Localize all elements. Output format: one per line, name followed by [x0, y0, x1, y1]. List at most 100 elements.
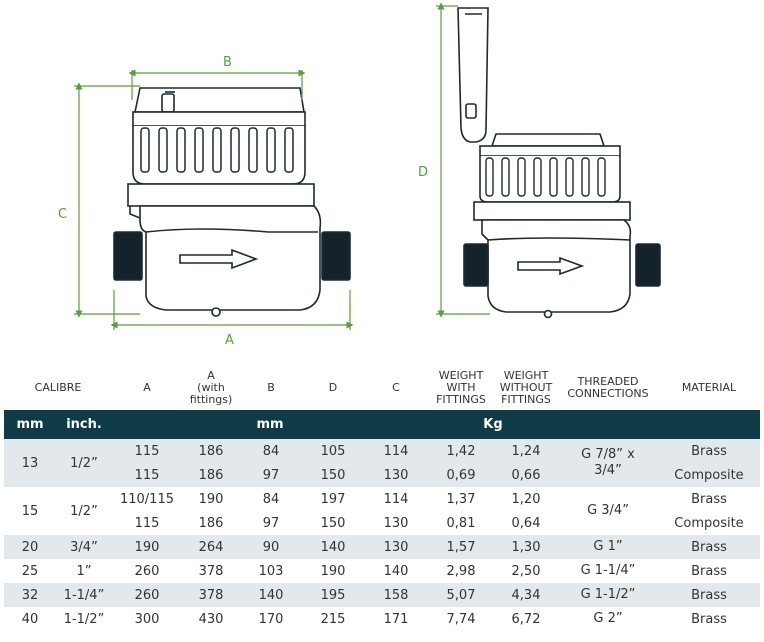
unit-kg-label: Kg — [428, 410, 558, 439]
unit-header-row: mm inch. mm Kg — [4, 410, 760, 439]
cell-b: 84 — [262, 491, 280, 507]
cell-w-nofit: 6,72 — [511, 611, 541, 627]
column-header-b: B — [267, 381, 275, 394]
cell-material: Brass — [691, 491, 727, 507]
cell-w-fit: 2,98 — [446, 563, 476, 579]
cell-w-fit: 0,69 — [428, 463, 494, 487]
cell-b: 90 — [240, 535, 302, 559]
cell-c: 114 — [364, 439, 428, 463]
column-header-w-nofit: WEIGHT WITHOUT FITTINGS — [499, 369, 553, 406]
cell-w-nofit: 1,20 — [511, 491, 541, 507]
dimension-label-c: C — [58, 207, 68, 222]
cell-a: 115 — [134, 515, 160, 531]
cell-b: 97 — [240, 463, 302, 487]
cell-calibre-inch: 1/2” — [70, 503, 98, 519]
cell-material: Brass — [691, 563, 727, 579]
cell-d: 150 — [302, 463, 364, 487]
cell-w-fit: 1,57 — [428, 535, 494, 559]
cell-calibre-inch: 1-1/2” — [63, 611, 105, 627]
cell-c: 130 — [364, 535, 428, 559]
cell-c: 130 — [383, 515, 409, 531]
cell-c: 140 — [383, 563, 409, 579]
specifications-table: CALIBRE A A (with fittings) B D C WEIGHT WITH … — [4, 366, 760, 631]
column-header-material: MATERIAL — [681, 381, 737, 394]
column-header-thread: THREADED CONNECTIONS — [567, 375, 649, 400]
cell-a: 260 — [112, 583, 182, 607]
cell-c: 158 — [364, 583, 428, 607]
cell-calibre-inch: 1” — [76, 563, 92, 579]
column-header-w-fit: WEIGHT WITH FITTINGS — [436, 369, 486, 406]
cell-a: 110/115 — [119, 491, 174, 507]
cell-a-fit: 378 — [182, 583, 240, 607]
meter-front-view — [113, 87, 351, 317]
cell-threaded-connection: G 1” — [558, 535, 658, 559]
cell-w-nofit: 4,34 — [494, 583, 558, 607]
cell-a-fit: 430 — [198, 611, 224, 627]
cell-d: 150 — [320, 515, 346, 531]
cell-material: Brass — [658, 535, 760, 559]
cell-calibre-mm: 25 — [21, 563, 39, 579]
cell-d: 105 — [302, 439, 364, 463]
cell-a: 260 — [134, 563, 160, 579]
column-header-a: A — [143, 381, 151, 394]
cell-threaded-connection: G 1-1/4” — [580, 563, 636, 578]
cell-d: 190 — [320, 563, 346, 579]
cell-material: Brass — [658, 583, 760, 607]
cell-d: 140 — [302, 535, 364, 559]
cell-a: 190 — [112, 535, 182, 559]
column-header-calibre: CALIBRE — [34, 381, 82, 394]
cell-material: Composite — [658, 463, 760, 487]
cell-c: 171 — [383, 611, 409, 627]
cell-threaded-connection: G 3/4” — [587, 503, 629, 518]
column-header-d: D — [328, 381, 338, 394]
cell-b: 140 — [240, 583, 302, 607]
cell-calibre-mm: 13 — [4, 439, 56, 487]
dimension-label-a: A — [225, 333, 234, 348]
cell-a-fit: 190 — [198, 491, 224, 507]
cell-a: 300 — [134, 611, 160, 627]
cell-w-nofit: 1,24 — [494, 439, 558, 463]
meter-side-view-lid-open — [457, 7, 661, 319]
cell-w-fit: 7,74 — [446, 611, 476, 627]
unit-mm-dimensions-label: mm — [112, 410, 428, 439]
cell-c: 114 — [383, 491, 409, 507]
cell-b: 170 — [258, 611, 284, 627]
cell-calibre-mm: 15 — [21, 503, 39, 519]
cell-calibre-inch: 3/4” — [56, 535, 112, 559]
dimension-lines-left — [74, 69, 354, 330]
cell-b: 84 — [240, 439, 302, 463]
cell-calibre-mm: 32 — [4, 583, 56, 607]
cell-b: 97 — [262, 515, 280, 531]
unit-mm-label: mm — [4, 410, 56, 439]
column-header-c: C — [392, 381, 400, 394]
cell-a-fit: 186 — [182, 439, 240, 463]
cell-w-fit: 1,37 — [446, 491, 476, 507]
cell-calibre-inch: 1/2” — [56, 439, 112, 487]
cell-threaded-connection: G 2” — [593, 611, 623, 626]
cell-w-fit: 5,07 — [428, 583, 494, 607]
cell-threaded-connection: G 1-1/2” — [558, 583, 658, 607]
cell-calibre-mm: 20 — [4, 535, 56, 559]
cell-w-fit: 0,81 — [446, 515, 476, 531]
cell-material: Brass — [691, 611, 727, 627]
dimension-lines-right — [436, 2, 490, 318]
cell-a-fit: 378 — [198, 563, 224, 579]
cell-a-fit: 186 — [198, 515, 224, 531]
cell-c: 130 — [364, 463, 428, 487]
cell-a-fit: 186 — [182, 463, 240, 487]
table-row: 40 1-1/2” 300 430 170 215 171 7,74 6,72 G 2” Brass — [4, 607, 760, 631]
cell-a: 115 — [112, 439, 182, 463]
cell-d: 195 — [302, 583, 364, 607]
cell-b: 103 — [258, 563, 284, 579]
column-header-a-fit: A (with fittings) — [189, 369, 233, 406]
cell-d: 215 — [320, 611, 346, 627]
cell-calibre-mm: 40 — [21, 611, 39, 627]
cell-calibre-inch: 1-1/4” — [56, 583, 112, 607]
cell-w-nofit: 1,30 — [494, 535, 558, 559]
